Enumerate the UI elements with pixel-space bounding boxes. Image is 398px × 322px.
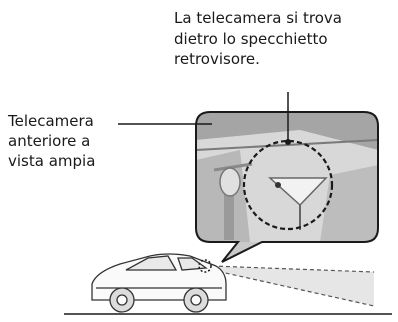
car-illustration (91, 253, 227, 313)
camera-highlight-circle (242, 139, 334, 231)
camera-field-of-view (212, 266, 374, 306)
car-camera-marker (198, 259, 212, 273)
camera-location-note: La telecamera si trova dietro lo specchi… (174, 9, 342, 68)
camera-label: Telecamera anteriore a vista ampia (8, 112, 96, 170)
camera-inset-illustration (195, 111, 379, 263)
